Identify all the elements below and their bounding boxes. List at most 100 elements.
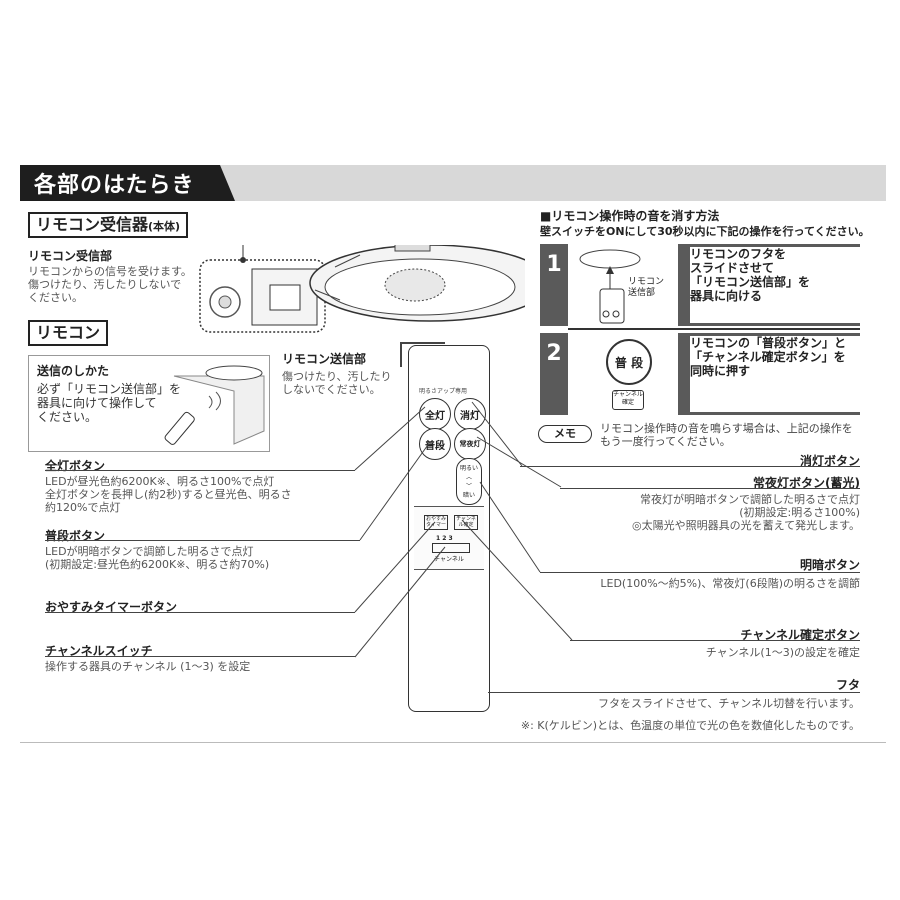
timer-label: おやすみタイマー bbox=[425, 516, 446, 528]
memo-line: もう一度行ってください。 bbox=[600, 435, 731, 448]
step-1-fig-label: リモコン 送信部 bbox=[628, 277, 664, 299]
remote-control: 明るさアップ専用 全灯 消灯 普段 常夜灯 明るい ︿ ﹀ 暗い おやすみタイマ… bbox=[408, 345, 490, 712]
step-line: 「チャンネル確定ボタン」を bbox=[690, 350, 846, 364]
zentou-label: 全灯 bbox=[425, 410, 445, 422]
send-method-title: 送信のしかた bbox=[37, 364, 110, 378]
left-item-title-channel: チャンネルスイッチ bbox=[45, 644, 153, 658]
left-item-desc-fudan: LEDが明暗ボタンで調節した明るさで点灯 (初期設定:昼光色約6200K※、明る… bbox=[45, 545, 269, 571]
receiver-sensor-center bbox=[218, 295, 232, 309]
remote-icon bbox=[599, 288, 625, 324]
step-line: リモコンのフタを bbox=[690, 247, 787, 261]
receiver-tag-text: リモコン受信器 bbox=[36, 215, 149, 234]
desc-line: 全灯ボタンを長押し(約2秒)すると昼光色、明るさ bbox=[45, 488, 292, 501]
fig-label-line: 送信部 bbox=[628, 288, 656, 298]
right-item-title-ch-confirm: チャンネル確定ボタン bbox=[740, 628, 860, 642]
step-1-illustration bbox=[579, 249, 641, 324]
receiver-illustration bbox=[199, 245, 525, 333]
send-method-box: 送信のしかた 必ず「リモコン送信部」を 器具に向けて操作して ください。 bbox=[28, 355, 270, 452]
kurai-label: 暗い bbox=[462, 492, 475, 499]
zentou-button[interactable]: 全灯 bbox=[419, 398, 451, 430]
fig-button-label: 普 段 bbox=[614, 355, 644, 370]
shoutou-label: 消灯 bbox=[460, 410, 480, 422]
right-item-title-jouyatou: 常夜灯ボタン(蓄光) bbox=[753, 476, 860, 490]
step-2-text-area bbox=[690, 336, 860, 412]
desc-line: 常夜灯が明暗ボタンで調節した明るさで点灯 bbox=[640, 493, 860, 506]
mute-step-2: 2 普 段 チャンネル 確定 リモコンの「普段ボタン」と 「チャンネル確定ボタン… bbox=[540, 333, 860, 415]
section-header: 各部のはたらき bbox=[20, 165, 886, 201]
receiver-desc-line: ください。 bbox=[28, 291, 83, 304]
timer-button[interactable]: おやすみタイマー bbox=[424, 515, 448, 530]
desc-line: LEDが昼光色約6200K※、明るさ100%で点灯 bbox=[45, 475, 275, 488]
ch-confirm-button-figure: チャンネル 確定 bbox=[612, 390, 644, 410]
right-item-desc-cover: フタをスライドさせて、チャンネル切替を行います。 bbox=[598, 697, 860, 710]
fudan-button-figure: 普 段 bbox=[606, 339, 652, 385]
left-item-desc-zentou: LEDが昼光色約6200K※、明るさ100%で点灯 全灯ボタンを長押し(約2秒)… bbox=[45, 475, 292, 514]
right-item-desc-jouyatou: 常夜灯が明暗ボタンで調節した明るさで点灯 (初期設定:明るさ100%) ◎太陽光… bbox=[632, 493, 860, 532]
akarui-label: 明るい bbox=[459, 465, 478, 472]
fig-button2-line: 確定 bbox=[621, 399, 634, 406]
transmitter-title: リモコン送信部 bbox=[282, 352, 367, 366]
step-number: 1 bbox=[546, 252, 562, 277]
page-title: 各部のはたらき bbox=[34, 173, 195, 198]
channel-switch[interactable] bbox=[432, 543, 470, 553]
step-1-text: リモコンのフタを スライドさせて 「リモコン送信部」を 器具に向ける bbox=[690, 247, 810, 303]
chevron-up-icon: ︿ bbox=[465, 474, 472, 481]
step-line: スライドさせて bbox=[690, 261, 775, 275]
jouyatou-label: 常夜灯 bbox=[459, 440, 481, 448]
send-method-desc: 必ず「リモコン送信部」を 器具に向けて操作して ください。 bbox=[37, 382, 181, 424]
right-item-title-cover: フタ bbox=[835, 678, 860, 692]
step-1-text-area bbox=[690, 247, 860, 323]
desc-line: 約120%で点灯 bbox=[45, 501, 121, 514]
desc-line: LEDが明暗ボタンで調節した明るさで点灯 bbox=[45, 545, 254, 558]
left-item-title-timer: おやすみタイマーボタン bbox=[45, 600, 178, 614]
receiver-item-title: リモコン受信部 bbox=[28, 249, 113, 263]
send-desc-line: 器具に向けて操作して bbox=[37, 396, 157, 410]
desc-line: LED(100%〜約5%)、常夜灯(6段階)の明るさを調節 bbox=[600, 577, 860, 590]
fudan-button[interactable]: 普段 bbox=[419, 428, 451, 460]
transmitter-desc: 傷つけたり、汚したり しないでください。 bbox=[282, 370, 392, 396]
send-desc-line: ください。 bbox=[37, 410, 98, 424]
right-item-desc-brightness: LED(100%〜約5%)、常夜灯(6段階)の明るさを調節 bbox=[600, 577, 860, 590]
memo-badge: メモ bbox=[538, 425, 592, 443]
memo-line: リモコン操作時の音を鳴らす場合は、上記の操作を bbox=[600, 422, 853, 435]
transmitter-desc-line: しないでください。 bbox=[282, 383, 381, 396]
brightness-button[interactable]: 明るい ︿ ﹀ 暗い bbox=[456, 458, 482, 505]
mute-step-1: 1 リモコン 送信部 リモコンのフタを スライドさせて 「リモコン送信部」を 器… bbox=[540, 244, 860, 326]
shoutou-button[interactable]: 消灯 bbox=[454, 398, 486, 430]
step-2-text: リモコンの「普段ボタン」と 「チャンネル確定ボタン」を 同時に押す bbox=[690, 336, 846, 378]
mute-subtitle: 壁スイッチをONにして30秒以内に下記の操作を行ってください。 bbox=[540, 225, 870, 238]
light-icon bbox=[205, 365, 263, 381]
footnote: ※: K(ケルビン)とは、色温度の単位で光の色を数値化したものです。 bbox=[520, 719, 860, 732]
channel-label: チャンネル bbox=[434, 556, 464, 563]
step-line: 「リモコン送信部」を bbox=[690, 275, 811, 289]
left-item-title-zentou: 全灯ボタン bbox=[45, 459, 106, 473]
receiver-detail-frame bbox=[199, 259, 326, 333]
left-item-desc-channel: 操作する器具のチャンネル (1〜3) を設定 bbox=[45, 660, 250, 673]
receiver-slot bbox=[269, 284, 301, 311]
ceiling-light-center bbox=[384, 268, 446, 302]
chevron-down-icon: ﹀ bbox=[465, 483, 472, 490]
jouyatou-button[interactable]: 常夜灯 bbox=[454, 428, 486, 460]
remote-cover-area: おやすみタイマー チャンネル確定 1 2 3 チャンネル bbox=[414, 506, 484, 570]
fig-button2-line: チャンネル bbox=[613, 391, 643, 398]
desc-line: (初期設定:明るさ100%) bbox=[739, 506, 860, 519]
header-dark-band bbox=[20, 165, 235, 201]
receiver-desc-line: リモコンからの信号を受けます。 bbox=[28, 265, 192, 278]
desc-line: ◎太陽光や照明器具の光を蓄えて発光します。 bbox=[632, 519, 860, 532]
step-1-figure: リモコン 送信部 bbox=[568, 244, 678, 326]
send-method-illustration bbox=[164, 365, 265, 445]
ceiling-light-hub bbox=[394, 245, 431, 252]
send-desc-line: 必ず「リモコン送信部」を bbox=[37, 382, 182, 396]
signal-waves-icon bbox=[208, 391, 221, 411]
receiver-section-tag: リモコン受信器(本体) bbox=[28, 212, 189, 238]
remote-section-tag: リモコン bbox=[28, 320, 109, 346]
transmitter-desc-line: 傷つけたり、汚したり bbox=[282, 370, 392, 383]
desc-line: チャンネル(1〜3)の設定を確定 bbox=[705, 646, 860, 659]
step-line: 同時に押す bbox=[690, 364, 751, 378]
step-2-figure: 普 段 チャンネル 確定 bbox=[568, 333, 678, 415]
wall-shape bbox=[173, 375, 265, 445]
right-item-title-brightness: 明暗ボタン bbox=[799, 558, 860, 572]
right-item-title-shoutou: 消灯ボタン bbox=[799, 454, 860, 468]
step-line: リモコンの「普段ボタン」と bbox=[690, 336, 847, 350]
step-number: 2 bbox=[546, 341, 562, 366]
